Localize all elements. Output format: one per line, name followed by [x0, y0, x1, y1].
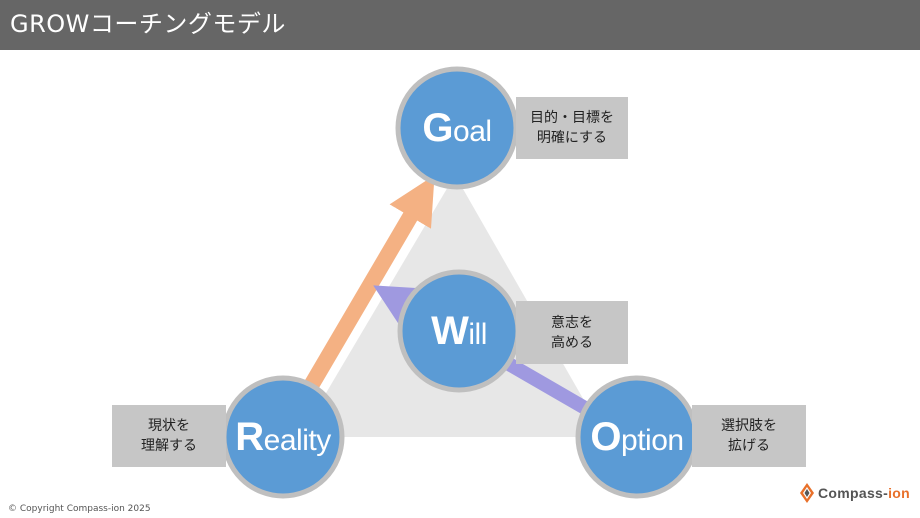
brand-logo: Compass-ion	[800, 482, 910, 504]
reality-label: Reality	[223, 417, 343, 461]
header-bar: GROWコーチングモデル	[0, 0, 920, 50]
option-label-rest: ption	[621, 424, 684, 457]
brand-name: Compass-	[818, 485, 889, 501]
goal-note-line-2: 明確にする	[536, 130, 608, 146]
brand-suffix: ion	[888, 485, 910, 501]
reality-note: 現状を 理解する	[112, 405, 226, 467]
goal-note: 目的・目標を 明確にする	[516, 97, 628, 159]
reality-note-line-2: 理解する	[141, 438, 197, 454]
goal-label: Goal	[397, 108, 517, 152]
arrow-reality-to-goal	[305, 175, 435, 389]
option-label-initial: O	[590, 415, 622, 459]
option-note-line-2: 拡げる	[728, 438, 770, 454]
goal-note-line-1: 目的・目標を	[530, 110, 614, 126]
will-note: 意志を 高める	[516, 301, 628, 364]
goal-label-initial: G	[422, 106, 454, 150]
option-note: 選択肢を 拡げる	[692, 405, 806, 467]
page-title: GROWコーチングモデル	[10, 10, 286, 38]
will-note-line-1: 意志を	[551, 314, 593, 331]
will-note-line-2: 高める	[551, 334, 593, 351]
copyright-text: © Copyright Compass-ion 2025	[8, 504, 151, 514]
reality-label-rest: eality	[263, 424, 332, 457]
option-label: Option	[577, 417, 697, 461]
reality-note-line-1: 現状を	[148, 418, 190, 434]
goal-label-rest: oal	[453, 115, 492, 148]
will-label: Will	[399, 311, 519, 355]
compass-logo-icon	[800, 483, 814, 503]
will-label-rest: ill	[468, 318, 487, 351]
reality-label-initial: R	[235, 415, 264, 459]
will-label-initial: W	[431, 309, 469, 353]
option-note-line-1: 選択肢を	[721, 418, 777, 434]
